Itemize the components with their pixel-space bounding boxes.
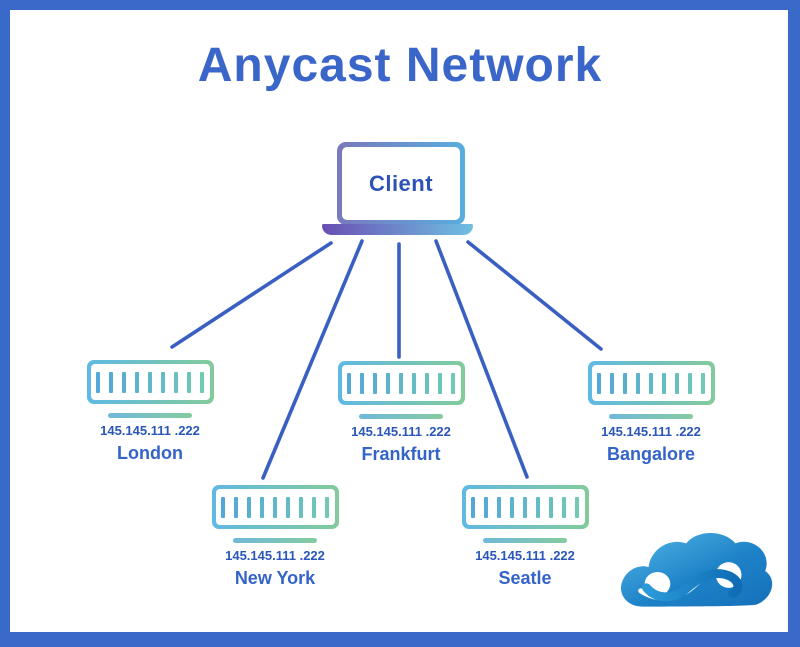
server-vents bbox=[465, 489, 585, 525]
server-icon bbox=[461, 485, 589, 529]
server-icon bbox=[587, 361, 715, 405]
cloud-logo-icon bbox=[620, 532, 773, 607]
server-vents bbox=[341, 365, 461, 401]
server-city: New York bbox=[234, 568, 316, 588]
server-shadow bbox=[483, 538, 567, 543]
server-shadow bbox=[108, 413, 192, 418]
server-icon bbox=[337, 361, 465, 405]
server-ip: 145.145.111 .222 bbox=[100, 423, 200, 438]
server-vents bbox=[215, 489, 335, 525]
client-label: Client bbox=[368, 170, 434, 196]
laptop-icon: Client bbox=[337, 142, 465, 225]
server-ip: 145.145.111 .222 bbox=[351, 424, 451, 439]
server-node-bangalore: 145.145.111 .222 Bangalore bbox=[571, 361, 731, 465]
laptop-screen: Client bbox=[342, 147, 460, 220]
server-icon bbox=[86, 360, 214, 404]
server-node-london: 145.145.111 .222 London bbox=[70, 360, 230, 464]
server-ip: 145.145.111 .222 bbox=[601, 424, 701, 439]
server-vents bbox=[591, 365, 711, 401]
server-ip: 145.145.111 .222 bbox=[225, 548, 325, 563]
server-shadow bbox=[233, 538, 317, 543]
server-shadow bbox=[359, 414, 443, 419]
server-shadow bbox=[609, 414, 693, 419]
server-city: Bangalore bbox=[606, 444, 696, 464]
server-icon bbox=[211, 485, 339, 529]
server-node-newyork: 145.145.111 .222 New York bbox=[195, 485, 355, 589]
page-title: Anycast Network bbox=[197, 39, 603, 92]
server-node-seattle: 145.145.111 .222 Seatle bbox=[445, 485, 605, 589]
server-vents bbox=[90, 364, 210, 400]
laptop-base bbox=[322, 224, 473, 235]
server-city: Seatle bbox=[498, 568, 552, 588]
server-city: London bbox=[117, 443, 183, 463]
server-node-frankfurt: 145.145.111 .222 Frankfurt bbox=[321, 361, 481, 465]
server-ip: 145.145.111 .222 bbox=[475, 548, 575, 563]
server-city: Frankfurt bbox=[361, 444, 441, 464]
